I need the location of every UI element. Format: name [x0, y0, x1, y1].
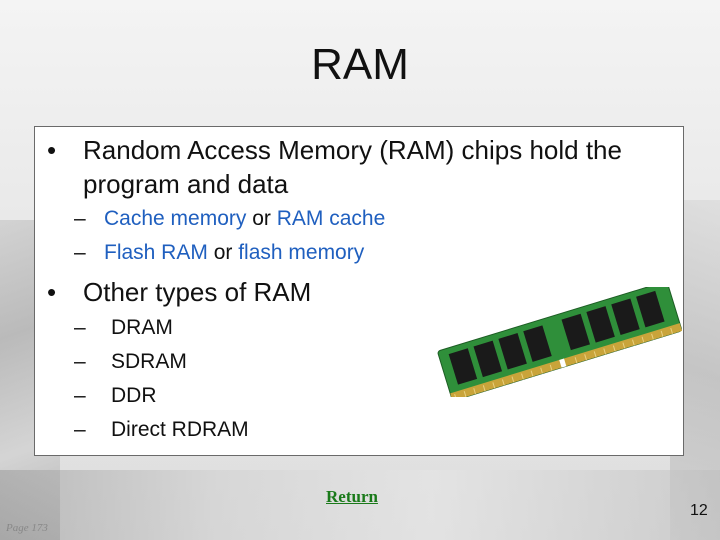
return-link[interactable]: Return [326, 487, 378, 506]
content-box: • Random Access Memory (RAM) chips hold … [34, 126, 684, 456]
sub-item-direct-rdram: – Direct RDRAM [74, 413, 249, 447]
dash: – [74, 241, 86, 264]
term-ddr: DDR [111, 384, 157, 407]
dash: – [74, 384, 86, 407]
ram-module-icon [437, 287, 683, 397]
term-direct-rdram: Direct RDRAM [111, 418, 249, 441]
background-decoration-bottom [0, 470, 720, 540]
sub-item-dram: – DRAM [74, 311, 173, 345]
bullet-dot: • [47, 135, 57, 165]
dash: – [74, 418, 86, 441]
term-flash-memory: flash memory [238, 241, 365, 264]
sub-item-sdram: – SDRAM [74, 345, 187, 379]
sub-item-flash-ram: –Flash RAM or flash memory [74, 236, 364, 270]
page-number: 12 [690, 502, 708, 519]
term-sdram: SDRAM [111, 350, 187, 373]
sub-item-cache-memory: –Cache memory or RAM cache [74, 202, 385, 236]
bullet-text: Other types of RAM [83, 277, 312, 307]
bullet-text-line1: Random Access Memory (RAM) chips hold th… [83, 135, 622, 165]
term-flash-ram: Flash RAM [104, 241, 208, 264]
bullet-dot: • [47, 277, 57, 307]
dash: – [74, 350, 86, 373]
sub-item-ddr: – DDR [74, 379, 157, 413]
dash: – [74, 207, 86, 230]
bullet-other-types: • Other types of RAM [47, 275, 667, 309]
slide-title: RAM [311, 40, 409, 89]
term-ram-cache: RAM cache [276, 207, 386, 230]
connector-or: or [207, 241, 239, 264]
term-cache-memory: Cache memory [104, 207, 247, 230]
page-reference: Page 173 [6, 522, 48, 534]
bullet-random-access-memory: • Random Access Memory (RAM) chips hold … [47, 133, 667, 203]
term-dram: DRAM [111, 316, 173, 339]
connector-or: or [246, 207, 277, 230]
bullet-text-line2: program and data [83, 169, 289, 199]
dash: – [74, 316, 86, 339]
